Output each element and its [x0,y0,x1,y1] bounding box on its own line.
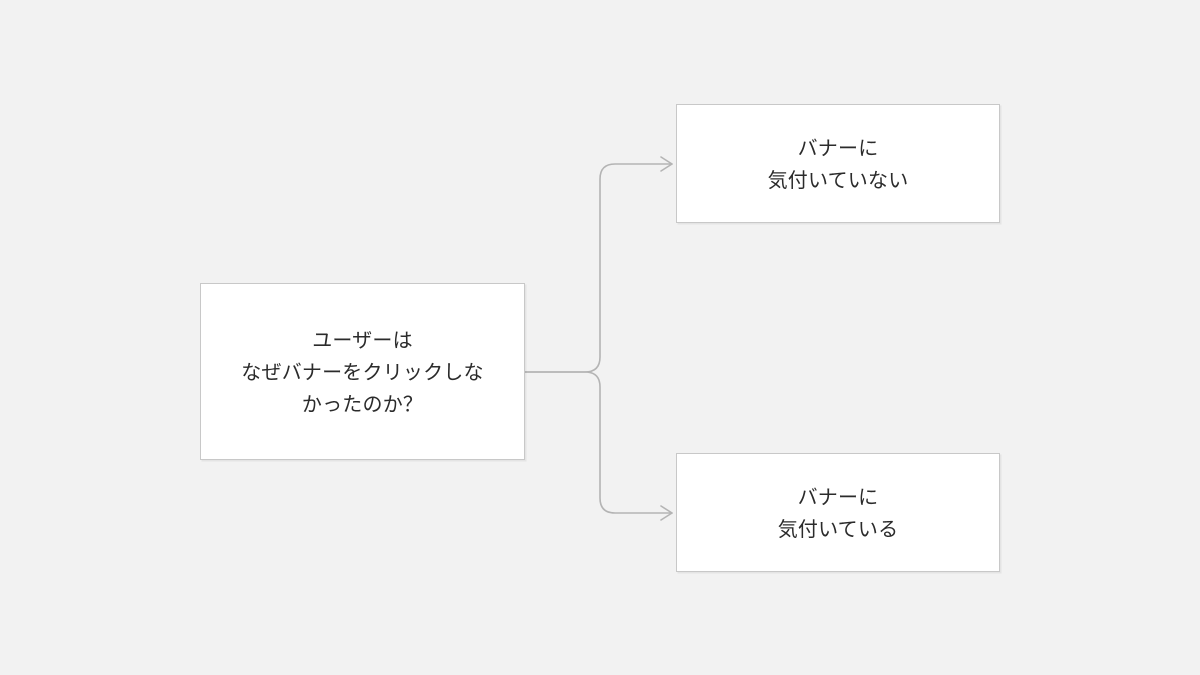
edge-root-to-aware [524,371,673,514]
node-root-question[interactable]: ユーザーは なぜバナーをクリックしな かったのか？ [200,283,525,460]
arrowhead-unaware-icon [660,156,673,172]
node-root-label: ユーザーは なぜバナーをクリックしな かったのか？ [241,327,484,416]
edge-root-to-unaware [524,163,673,373]
node-banner-unaware[interactable]: バナーに 気付いていない [676,104,1000,223]
node-banner-aware-label: バナーに 気付いている [777,484,899,541]
arrowhead-aware-icon [660,505,673,521]
node-banner-unaware-label: バナーに 気付いていない [767,135,909,192]
node-banner-aware[interactable]: バナーに 気付いている [676,453,1000,572]
